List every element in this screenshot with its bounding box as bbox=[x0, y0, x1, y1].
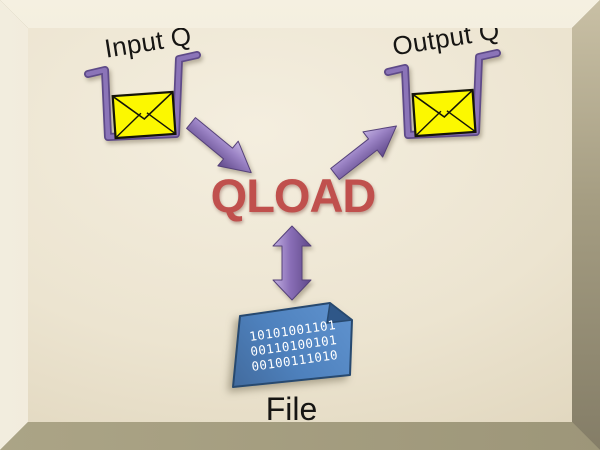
input-queue-icon bbox=[84, 51, 201, 141]
envelope-icon bbox=[411, 88, 477, 138]
folded-corner-icon bbox=[326, 302, 353, 324]
double-headed-arrow-icon bbox=[272, 225, 312, 301]
arrow-up-right-icon bbox=[330, 125, 397, 181]
qload-title: QLOAD bbox=[210, 169, 377, 222]
output-queue-icon bbox=[384, 49, 501, 139]
arrow-down-right-icon bbox=[186, 117, 252, 174]
file-label: File bbox=[265, 391, 318, 427]
envelope-icon bbox=[111, 90, 177, 140]
binary-file-icon: 10101001101 00110100101 00100111010 bbox=[232, 302, 353, 388]
